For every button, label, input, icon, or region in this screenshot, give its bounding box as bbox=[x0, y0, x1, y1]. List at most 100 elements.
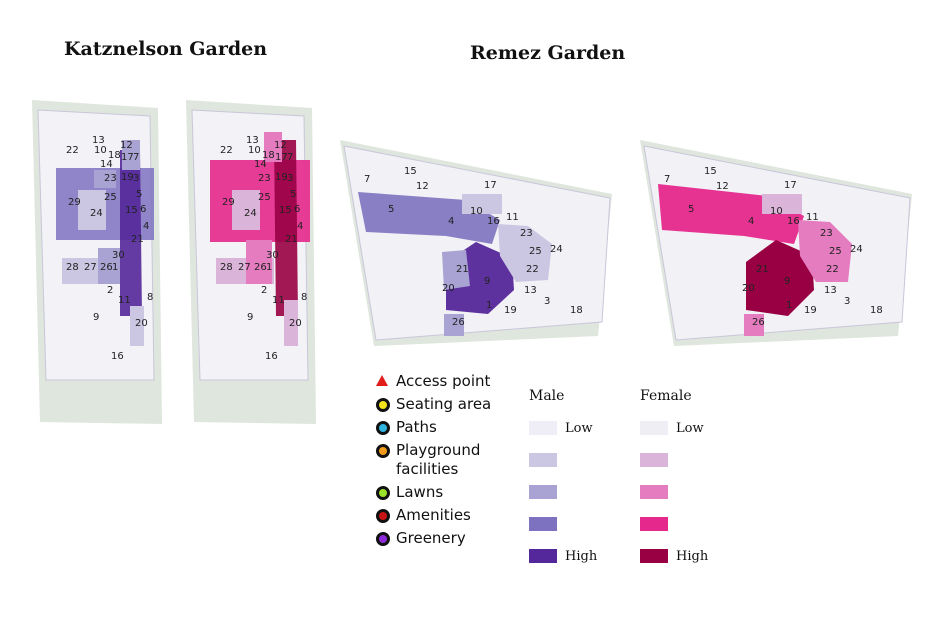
map-label-13: 13 bbox=[92, 135, 105, 146]
map-label-23: 23 bbox=[104, 173, 117, 184]
map-label-27: 27 bbox=[238, 262, 251, 273]
map-label-20: 20 bbox=[742, 283, 755, 294]
map-label-17: 17 bbox=[275, 152, 288, 163]
map-label-9: 9 bbox=[784, 276, 790, 287]
female-scale-low-label: Low bbox=[676, 420, 704, 436]
legend-item-lawns: Lawns bbox=[372, 483, 522, 502]
katznelson-male-area-30 bbox=[98, 248, 120, 284]
map-label-22: 22 bbox=[220, 145, 233, 156]
map-label-12: 12 bbox=[274, 140, 287, 151]
map-label-4: 4 bbox=[297, 221, 303, 232]
map-label-25: 25 bbox=[258, 192, 271, 203]
female-scale-step-1: Low bbox=[640, 418, 708, 438]
map-label-19: 19 bbox=[121, 172, 134, 183]
map-label-11: 11 bbox=[806, 212, 819, 223]
remez-male-area-21 bbox=[442, 250, 470, 290]
map-label-22: 22 bbox=[66, 145, 79, 156]
map-label-25: 25 bbox=[829, 246, 842, 257]
map-label-12: 12 bbox=[416, 181, 429, 192]
map-label-3: 3 bbox=[844, 296, 850, 307]
legend-item-seating-area: Seating area bbox=[372, 395, 522, 414]
legend-item-playground: Playground facilities bbox=[372, 441, 522, 479]
map-label-26: 26 bbox=[752, 317, 765, 328]
map-label-7: 7 bbox=[133, 152, 139, 163]
paths-dot-icon bbox=[376, 421, 390, 435]
male-scale-step-4 bbox=[529, 514, 597, 534]
map-label-30: 30 bbox=[266, 250, 279, 261]
map-label-10: 10 bbox=[248, 145, 261, 156]
access-point-triangle-icon bbox=[376, 375, 388, 386]
map-label-17: 17 bbox=[784, 180, 797, 191]
map-label-23: 23 bbox=[820, 228, 833, 239]
legend-label: Playground facilities bbox=[396, 441, 481, 478]
katznelson-male-area-18 bbox=[122, 140, 140, 170]
map-label-2: 2 bbox=[261, 285, 267, 296]
map-label-7: 7 bbox=[364, 174, 370, 185]
map-label-26: 26 bbox=[100, 262, 113, 273]
map-label-18: 18 bbox=[570, 305, 583, 316]
map-label-24: 24 bbox=[244, 208, 257, 219]
map-label-24: 24 bbox=[850, 244, 863, 255]
katznelson-female-area-20 bbox=[284, 300, 298, 346]
remez-garden-title: Remez Garden bbox=[470, 42, 626, 64]
map-label-28: 28 bbox=[220, 262, 233, 273]
map-label-27: 27 bbox=[84, 262, 97, 273]
female-intensity-scale: Female Low High bbox=[640, 388, 708, 578]
map-label-28: 28 bbox=[66, 262, 79, 273]
map-label-16: 16 bbox=[111, 351, 124, 362]
legend-item-amenities: Amenities bbox=[372, 506, 522, 525]
map-label-22: 22 bbox=[826, 264, 839, 275]
map-label-12: 12 bbox=[120, 140, 133, 151]
map-label-3: 3 bbox=[133, 173, 139, 184]
remez-female-area-26 bbox=[744, 314, 764, 336]
remez-female-area-9 bbox=[746, 240, 814, 316]
katznelson-male-area-23 bbox=[94, 170, 116, 188]
map-label-3: 3 bbox=[544, 296, 550, 307]
map-label-1: 1 bbox=[266, 262, 272, 273]
map-label-5: 5 bbox=[136, 189, 142, 200]
male-scale-step-2 bbox=[529, 450, 597, 470]
male-scale-title: Male bbox=[529, 388, 565, 404]
map-label-6: 6 bbox=[140, 204, 146, 215]
map-label-5: 5 bbox=[388, 204, 394, 215]
map-label-21: 21 bbox=[131, 234, 144, 245]
female-scale-high-label: High bbox=[676, 548, 709, 564]
map-label-15: 15 bbox=[125, 205, 138, 216]
remez-male-area-26 bbox=[444, 314, 464, 336]
seating-area-dot-icon bbox=[376, 398, 390, 412]
map-label-5: 5 bbox=[688, 204, 694, 215]
map-label-21: 21 bbox=[456, 264, 469, 275]
map-label-8: 8 bbox=[301, 292, 307, 303]
map-label-16: 16 bbox=[487, 216, 500, 227]
map-label-11: 11 bbox=[272, 295, 285, 306]
female-scale-step-3 bbox=[640, 482, 708, 502]
male-scale-high-label: High bbox=[565, 548, 598, 564]
map-label-18: 18 bbox=[108, 150, 121, 161]
legend-item-access-point: Access point bbox=[372, 372, 522, 391]
map-label-20: 20 bbox=[289, 318, 302, 329]
female-scale-step-2 bbox=[640, 450, 708, 470]
map-label-12: 12 bbox=[716, 181, 729, 192]
male-scale-low-label: Low bbox=[565, 420, 593, 436]
female-scale-title: Female bbox=[640, 388, 692, 404]
legend-label: Amenities bbox=[396, 506, 471, 524]
map-label-22: 22 bbox=[526, 264, 539, 275]
map-label-13: 13 bbox=[524, 285, 537, 296]
map-label-23: 23 bbox=[258, 173, 271, 184]
map-label-4: 4 bbox=[748, 216, 754, 227]
map-label-17: 17 bbox=[121, 152, 134, 163]
katznelson-male-area-24 bbox=[78, 190, 106, 230]
male-scale-step-5: High bbox=[529, 546, 597, 566]
katznelson-female-area-18 bbox=[264, 132, 282, 162]
female-scale-step-5: High bbox=[640, 546, 708, 566]
katznelson-female-area-24 bbox=[232, 190, 260, 230]
map-label-14: 14 bbox=[100, 159, 113, 170]
katznelson-garden-title: Katznelson Garden bbox=[64, 38, 268, 60]
male-scale-step-1: Low bbox=[529, 418, 597, 438]
map-label-13: 13 bbox=[824, 285, 837, 296]
map-label-2: 2 bbox=[107, 285, 113, 296]
